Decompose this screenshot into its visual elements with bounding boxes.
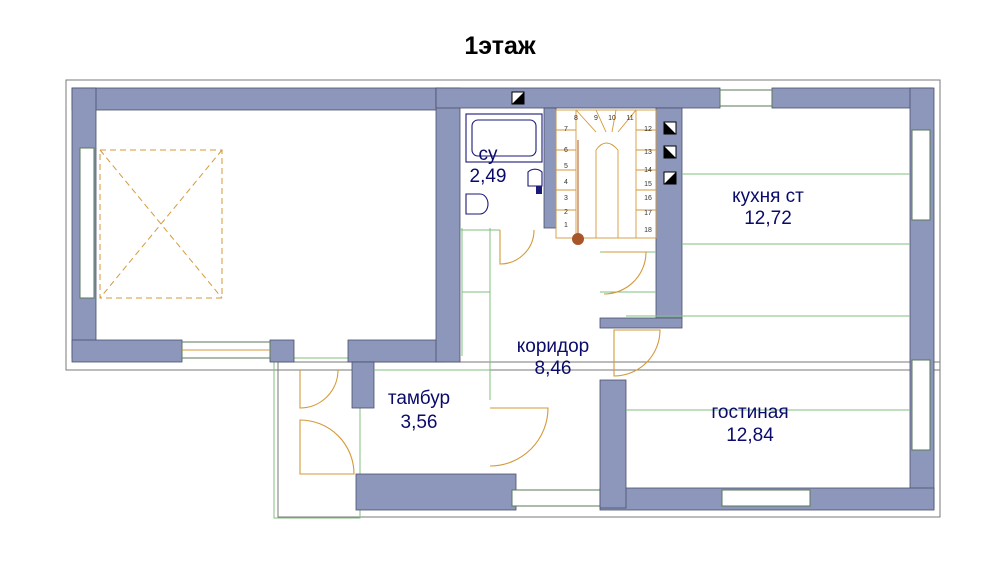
room-name: тамбур [388, 388, 450, 409]
right-walls [351, 87, 935, 511]
dashed-opening [99, 149, 223, 299]
stair-step-label: 5 [564, 163, 568, 170]
plan-title: 1этаж [464, 32, 536, 60]
stair-step-label: 8 [574, 115, 578, 122]
vent-symbols [511, 91, 677, 185]
room-area: 12,72 [744, 208, 792, 229]
room-name: кухня ст [732, 186, 804, 207]
stair-step-label: 15 [644, 181, 652, 188]
stair-step-label: 3 [564, 195, 568, 202]
stair-step-label: 1 [564, 222, 568, 229]
room-area: 8,46 [535, 358, 572, 379]
stair-step-label: 2 [564, 209, 568, 216]
stair-step-label: 6 [564, 147, 568, 154]
partitions [374, 173, 910, 411]
stair-step-label: 12 [644, 126, 652, 133]
stair-step-label: 7 [564, 126, 568, 133]
room-area: 2,49 [470, 166, 507, 187]
stair-step-label: 18 [644, 227, 652, 234]
stair-step-label: 4 [564, 179, 568, 186]
stair-step-label: 11 [626, 115, 633, 122]
room-name: гостиная [711, 402, 788, 423]
stair-step-label: 13 [644, 149, 652, 156]
stair-step-label: 16 [644, 195, 652, 202]
room-area: 12,84 [726, 425, 774, 446]
stair-step-label: 9 [594, 115, 598, 122]
terrace-outline [65, 79, 941, 519]
staircase: 1 2 3 4 5 6 7 8 9 10 11 12 13 14 15 16 1… [555, 109, 657, 245]
room-name: су [479, 144, 499, 165]
doors [299, 229, 661, 475]
stair-step-label: 17 [644, 210, 652, 217]
stair-step-label: 10 [608, 115, 616, 122]
room-name: коридор [517, 336, 590, 357]
room-labels: су 2,49 кухня ст 12,72 коридор 8,46 тамб… [388, 144, 804, 446]
stair-step-label: 14 [644, 167, 652, 174]
left-room [71, 87, 461, 363]
room-area: 3,56 [401, 412, 438, 433]
bathroom [465, 113, 543, 215]
